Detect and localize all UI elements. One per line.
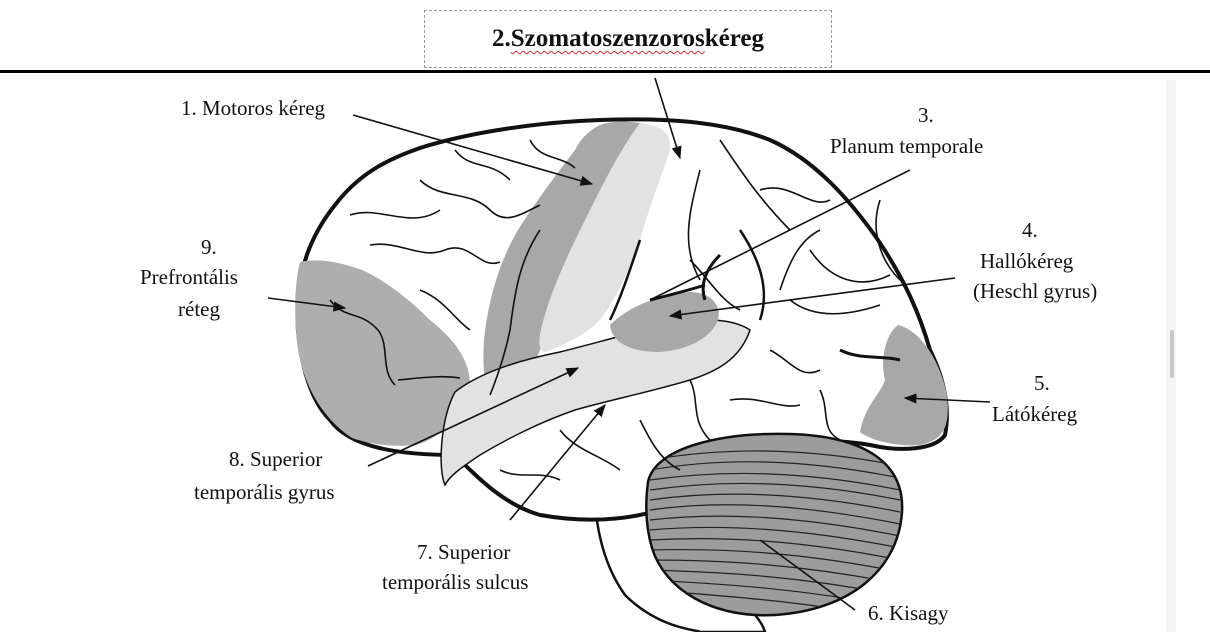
label-hallo-sub: (Heschl gyrus) — [973, 279, 1097, 303]
label-lato-number: 5. — [1034, 371, 1050, 395]
label-motor: 1. Motoros kéreg — [181, 96, 326, 120]
label-planum-number: 3. — [918, 103, 934, 127]
label-prefrontal-line1: Prefrontális — [140, 265, 238, 289]
label-planum-name: Planum temporale — [830, 134, 983, 158]
label-kisagy: 6. Kisagy — [868, 601, 949, 625]
label-hallo-name: Hallókéreg — [980, 249, 1074, 273]
label-prefrontal-number: 9. — [201, 235, 217, 259]
label-stg-line2: temporális gyrus — [194, 480, 335, 504]
label-sts-line1: 7. Superior — [417, 540, 510, 564]
label-sts-line2: temporális sulcus — [382, 570, 528, 594]
label-hallo-number: 4. — [1022, 218, 1038, 242]
label-prefrontal-line2: réteg — [178, 297, 220, 321]
label-stg-line1: 8. Superior — [229, 447, 322, 471]
cerebellum — [646, 434, 902, 615]
label-lato-name: Látókéreg — [992, 402, 1078, 426]
